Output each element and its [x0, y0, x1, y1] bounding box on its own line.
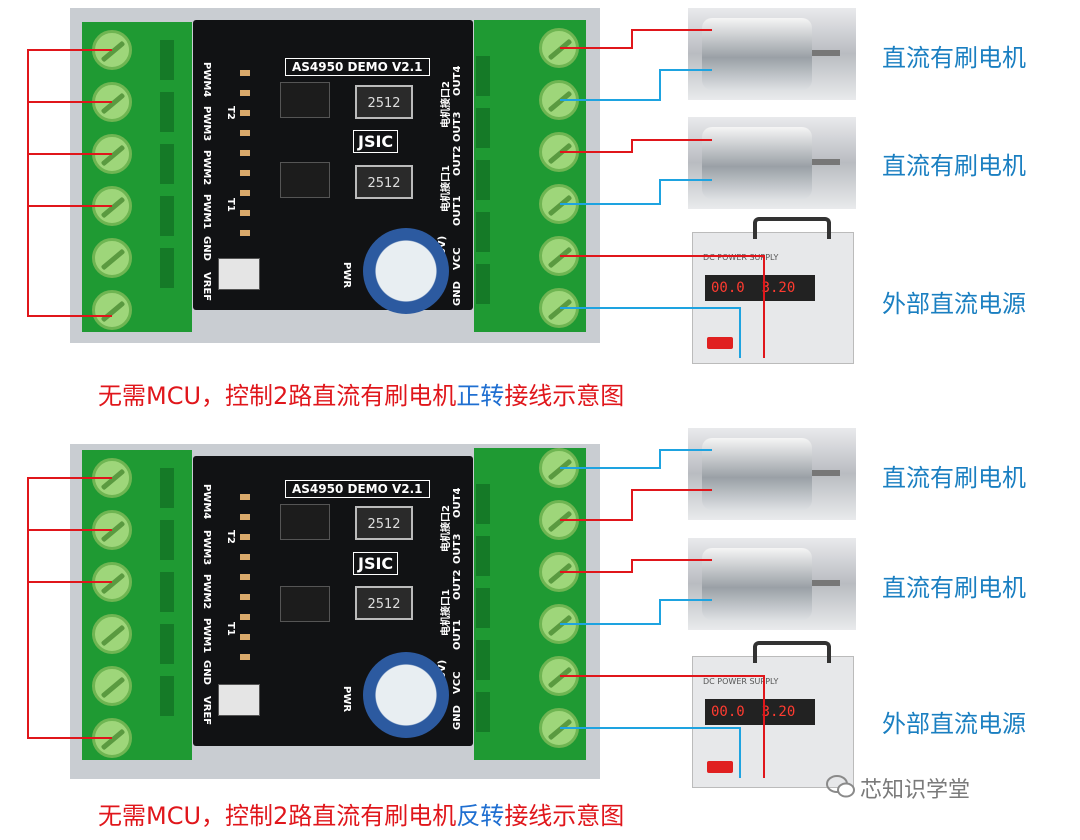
watermark: 芯知识学堂 — [860, 778, 971, 803]
motor-image — [688, 538, 856, 630]
psu-brand: DC POWER SUPPLY — [703, 253, 779, 262]
electrolytic-capacitor — [363, 652, 449, 738]
pin-label-out3: OUT3 — [452, 111, 463, 142]
screw-terminal — [92, 562, 132, 602]
left-terminal-block — [82, 450, 192, 760]
caption-reverse: 无需MCU，控制2路直流有刷电机反转接线示意图 — [98, 802, 625, 830]
pin-label-out2: OUT2 — [452, 569, 463, 600]
screw-terminal — [92, 30, 132, 70]
motor-port-2-label: 电机接口2 — [441, 505, 452, 552]
pin-label-pwm2: PWM2 — [201, 150, 212, 186]
electrolytic-capacitor — [363, 228, 449, 314]
screw-terminal — [539, 132, 579, 172]
screw-terminal — [539, 552, 579, 592]
screw-terminal — [539, 448, 579, 488]
board-title: AS4950 DEMO V2.1 — [285, 58, 430, 76]
motor-port-2-label: 电机接口2 — [441, 81, 452, 128]
pin-label-out4: OUT4 — [452, 65, 463, 96]
screw-terminal — [539, 184, 579, 224]
pin-label-vcc: VCC — [452, 247, 463, 270]
screw-terminal — [539, 28, 579, 68]
panel-forward: AS4950 DEMO V2.1 PWM4 PWM3 PWM2 PWM1 GND… — [0, 0, 1080, 420]
psu-brand: DC POWER SUPPLY — [703, 677, 779, 686]
label-power-supply: 外部直流电源 — [882, 290, 1026, 318]
silk-pwr: PWR — [341, 262, 352, 289]
screw-terminal — [92, 666, 132, 706]
regulator — [218, 258, 260, 290]
pin-label-out1: OUT1 — [452, 619, 463, 650]
screw-terminal — [539, 656, 579, 696]
motor-port-1-label: 电机接口1 — [441, 589, 452, 636]
screw-terminal — [539, 500, 579, 540]
motor-image — [688, 428, 856, 520]
screw-terminal — [92, 510, 132, 550]
wechat-icon — [826, 775, 855, 798]
silk-t2: T2 — [225, 106, 236, 120]
pin-label-pwm3: PWM3 — [201, 530, 212, 566]
psu-display: 00.0 3.20 — [705, 275, 815, 301]
motor-image — [688, 117, 856, 209]
driver-ic — [280, 162, 330, 198]
pin-label-out4: OUT4 — [452, 487, 463, 518]
driver-ic — [280, 586, 330, 622]
current-sense-resistor: 2512 — [355, 506, 413, 540]
screw-terminal — [539, 80, 579, 120]
pin-label-gnd: GND — [201, 236, 212, 261]
screw-terminal — [92, 238, 132, 278]
current-sense-resistor: 2512 — [355, 165, 413, 199]
screw-terminal — [539, 236, 579, 276]
label-motor-1: 直流有刷电机 — [882, 464, 1026, 492]
pin-label-vref: VREF — [201, 696, 212, 726]
caption-forward: 无需MCU，控制2路直流有刷电机正转接线示意图 — [98, 382, 625, 410]
jsic-logo: JSIC — [353, 130, 399, 153]
pin-label-gnd-right: GND — [452, 705, 463, 730]
current-sense-resistor: 2512 — [355, 586, 413, 620]
screw-terminal — [92, 614, 132, 654]
current-sense-resistor: 2512 — [355, 85, 413, 119]
motor-image — [688, 8, 856, 100]
silk-t1: T1 — [225, 622, 236, 636]
silk-t2: T2 — [225, 530, 236, 544]
psu-display: 00.0 3.20 — [705, 699, 815, 725]
label-motor-2: 直流有刷电机 — [882, 152, 1026, 180]
power-supply-image: DC POWER SUPPLY 00.0 3.20 — [692, 641, 854, 788]
pin-label-out2: OUT2 — [452, 145, 463, 176]
pin-label-pwm4: PWM4 — [201, 62, 212, 98]
left-terminal-block — [82, 22, 192, 332]
driver-ic — [280, 82, 330, 118]
power-supply-image: DC POWER SUPPLY 00.0 3.20 — [692, 217, 854, 364]
screw-terminal — [92, 186, 132, 226]
driver-ic — [280, 504, 330, 540]
pin-label-gnd-right: GND — [452, 281, 463, 306]
label-power-supply: 外部直流电源 — [882, 710, 1026, 738]
screw-terminal — [539, 288, 579, 328]
screw-terminal — [92, 82, 132, 122]
pin-label-out1: OUT1 — [452, 195, 463, 226]
screw-terminal — [92, 290, 132, 330]
silk-t1: T1 — [225, 198, 236, 212]
pin-label-pwm1: PWM1 — [201, 194, 212, 230]
pin-label-pwm2: PWM2 — [201, 574, 212, 610]
label-motor-1: 直流有刷电机 — [882, 44, 1026, 72]
pin-label-gnd: GND — [201, 660, 212, 685]
pin-label-pwm1: PWM1 — [201, 618, 212, 654]
silk-pwr: PWR — [341, 686, 352, 713]
screw-terminal — [92, 458, 132, 498]
label-motor-2: 直流有刷电机 — [882, 574, 1026, 602]
pin-label-vref: VREF — [201, 272, 212, 302]
screw-terminal — [92, 718, 132, 758]
screw-terminal — [539, 708, 579, 748]
right-terminal-block — [474, 20, 586, 332]
jsic-logo: JSIC — [353, 552, 399, 575]
board-title: AS4950 DEMO V2.1 — [285, 480, 430, 498]
regulator — [218, 684, 260, 716]
motor-port-1-label: 电机接口1 — [441, 165, 452, 212]
pin-label-out3: OUT3 — [452, 533, 463, 564]
pin-label-pwm3: PWM3 — [201, 106, 212, 142]
pin-label-pwm4: PWM4 — [201, 484, 212, 520]
pin-label-vcc: VCC — [452, 671, 463, 694]
screw-terminal — [92, 134, 132, 174]
screw-terminal — [539, 604, 579, 644]
